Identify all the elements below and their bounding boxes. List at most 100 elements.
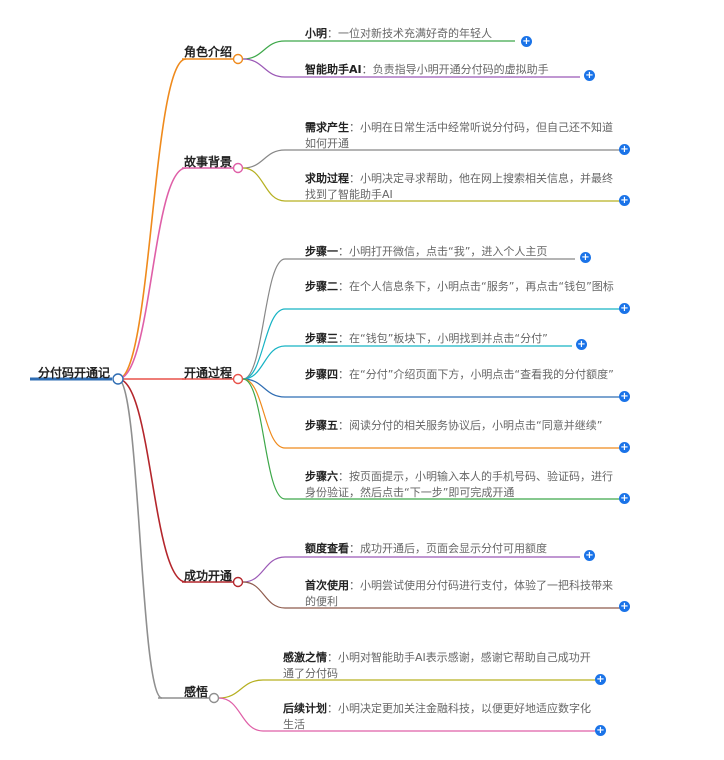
leaf-separator: ： xyxy=(327,702,338,715)
leaf-topic[interactable]: 求助过程：小明决定寻求帮助，他在网上搜索相关信息，并最终找到了智能助手AI xyxy=(305,171,615,203)
leaf-text: 在“分付”介绍页面下方，小明点击“查看我的分付额度” xyxy=(349,368,614,381)
leaf-separator: ： xyxy=(338,280,349,293)
leaf-topic[interactable]: 步骤六：按页面提示，小明输入本人的手机号码、验证码，进行身份验证，然后点击“下一… xyxy=(305,469,615,501)
leaf-connector xyxy=(242,378,286,500)
leaf-topic[interactable]: 后续计划：小明决定更加关注金融科技，以便更好地适应数字化生活 xyxy=(283,701,593,733)
branch-collapse-node-role[interactable] xyxy=(232,53,244,65)
expand-plus-icon[interactable]: + xyxy=(619,493,630,504)
leaf-connector xyxy=(242,149,286,169)
leaf-topic[interactable]: 额度查看：成功开通后，页面会显示分付可用额度 xyxy=(305,541,590,557)
leaf-text: 在个人信息条下，小明点击“服务”，再点击“钱包”图标 xyxy=(349,280,614,293)
leaf-text: 小明尝试使用分付码进行支付，体验了一把科技带来的便利 xyxy=(305,579,613,608)
leaf-key: 感激之情 xyxy=(283,651,327,664)
expand-plus-icon[interactable]: + xyxy=(619,391,630,402)
branch-collapse-node-insight[interactable] xyxy=(208,692,220,704)
leaf-key: 步骤四 xyxy=(305,368,338,381)
leaf-connector xyxy=(242,556,286,583)
leaf-topic[interactable]: 首次使用：小明尝试使用分付码进行支付，体验了一把科技带来的便利 xyxy=(305,578,615,610)
leaf-connector xyxy=(242,40,286,60)
leaf-separator: ： xyxy=(338,245,349,258)
branch-label-success[interactable]: 成功开通 xyxy=(184,569,233,583)
leaf-text: 小明决定更加关注金融科技，以便更好地适应数字化生活 xyxy=(283,702,591,731)
leaf-topic[interactable]: 感激之情：小明对智能助手AI表示感谢，感谢它帮助自己成功开通了分付码 xyxy=(283,650,593,682)
leaf-topic[interactable]: 步骤四：在“分付”介绍页面下方，小明点击“查看我的分付额度” xyxy=(305,367,615,383)
expand-plus-icon[interactable]: + xyxy=(584,550,595,561)
leaf-separator: ： xyxy=(349,579,360,592)
expand-plus-icon[interactable]: + xyxy=(619,601,630,612)
leaf-connector xyxy=(242,258,286,380)
leaf-connector xyxy=(242,378,286,398)
branch-label-insight[interactable]: 感悟 xyxy=(184,685,209,699)
leaf-separator: ： xyxy=(338,419,349,432)
leaf-connector xyxy=(242,378,286,449)
leaf-text: 小明打开微信，点击“我”，进入个人主页 xyxy=(349,245,548,258)
branch-connector-insight xyxy=(117,378,163,699)
leaf-topic[interactable]: 需求产生：小明在日常生活中经常听说分付码，但自己还不知道如何开通 xyxy=(305,120,615,152)
expand-plus-icon[interactable]: + xyxy=(576,339,587,350)
leaf-text: 在“钱包”板块下，小明找到并点击“分付” xyxy=(349,332,548,345)
leaf-key: 步骤五 xyxy=(305,419,338,432)
expand-plus-icon[interactable]: + xyxy=(521,36,532,47)
leaf-connector xyxy=(242,581,286,609)
root-topic[interactable]: 分付码开通记 xyxy=(38,366,111,380)
expand-plus-icon[interactable]: + xyxy=(595,725,606,736)
leaf-connector xyxy=(242,58,286,78)
expand-plus-icon[interactable]: + xyxy=(580,252,591,263)
leaf-topic[interactable]: 步骤二：在个人信息条下，小明点击“服务”，再点击“钱包”图标 xyxy=(305,279,615,295)
leaf-separator: ： xyxy=(327,27,338,40)
leaf-connector xyxy=(218,697,264,732)
branch-connector-role xyxy=(117,58,187,380)
branch-label-role[interactable]: 角色介绍 xyxy=(184,45,233,59)
expand-plus-icon[interactable]: + xyxy=(619,303,630,314)
expand-plus-icon[interactable]: + xyxy=(595,674,606,685)
leaf-connector xyxy=(242,167,286,202)
expand-plus-icon[interactable]: + xyxy=(584,70,595,81)
leaf-text: 阅读分付的相关服务协议后，小明点击“同意并继续” xyxy=(349,419,603,432)
leaf-text: 小明对智能助手AI表示感谢，感谢它帮助自己成功开通了分付码 xyxy=(283,651,591,680)
leaf-topic[interactable]: 步骤一：小明打开微信，点击“我”，进入个人主页 xyxy=(305,244,585,260)
leaf-connector xyxy=(218,679,264,699)
leaf-text: 小明在日常生活中经常听说分付码，但自己还不知道如何开通 xyxy=(305,121,613,150)
leaf-key: 步骤二 xyxy=(305,280,338,293)
leaf-key: 小明 xyxy=(305,27,327,40)
leaf-topic[interactable]: 智能助手AI：负责指导小明开通分付码的虚拟助手 xyxy=(305,62,605,78)
branch-collapse-node-success[interactable] xyxy=(232,576,244,588)
leaf-topic[interactable]: 步骤五：阅读分付的相关服务协议后，小明点击“同意并继续” xyxy=(305,418,615,434)
leaf-text: 小明决定寻求帮助，他在网上搜索相关信息，并最终找到了智能助手AI xyxy=(305,172,613,201)
leaf-separator: ： xyxy=(338,470,349,483)
leaf-text: 负责指导小明开通分付码的虚拟助手 xyxy=(372,63,549,76)
leaf-separator: ： xyxy=(349,121,360,134)
leaf-separator: ： xyxy=(349,172,360,185)
expand-plus-icon[interactable]: + xyxy=(619,442,630,453)
branch-collapse-node-process[interactable] xyxy=(232,373,244,385)
leaf-key: 后续计划 xyxy=(283,702,327,715)
leaf-separator: ： xyxy=(327,651,338,664)
leaf-separator: ： xyxy=(349,542,360,555)
expand-plus-icon[interactable]: + xyxy=(619,144,630,155)
leaf-connector xyxy=(242,308,286,380)
leaf-text: 按页面提示，小明输入本人的手机号码、验证码，进行身份验证，然后点击“下一步”即可… xyxy=(305,470,613,499)
leaf-text: 成功开通后，页面会显示分付可用额度 xyxy=(360,542,547,555)
leaf-separator: ： xyxy=(338,368,349,381)
leaf-key: 额度查看 xyxy=(305,542,349,555)
leaf-key: 智能助手AI xyxy=(305,63,362,76)
leaf-topic[interactable]: 步骤三：在“钱包”板块下，小明找到并点击“分付” xyxy=(305,331,585,347)
leaf-separator: ： xyxy=(338,332,349,345)
root-collapse-node[interactable] xyxy=(112,373,124,385)
branch-connector-success xyxy=(117,378,187,583)
leaf-key: 需求产生 xyxy=(305,121,349,134)
leaf-topic[interactable]: 小明：一位对新技术充满好奇的年轻人 xyxy=(305,26,565,42)
branch-label-process[interactable]: 开通过程 xyxy=(184,366,233,380)
branch-collapse-node-background[interactable] xyxy=(232,162,244,174)
expand-plus-icon[interactable]: + xyxy=(619,195,630,206)
branch-label-background[interactable]: 故事背景 xyxy=(184,155,233,169)
leaf-key: 首次使用 xyxy=(305,579,349,592)
leaf-key: 步骤三 xyxy=(305,332,338,345)
leaf-key: 步骤一 xyxy=(305,245,338,258)
leaf-text: 一位对新技术充满好奇的年轻人 xyxy=(338,27,492,40)
branch-connector-background xyxy=(117,167,187,380)
leaf-separator: ： xyxy=(361,63,373,76)
leaf-key: 步骤六 xyxy=(305,470,338,483)
leaf-connector xyxy=(242,345,286,380)
